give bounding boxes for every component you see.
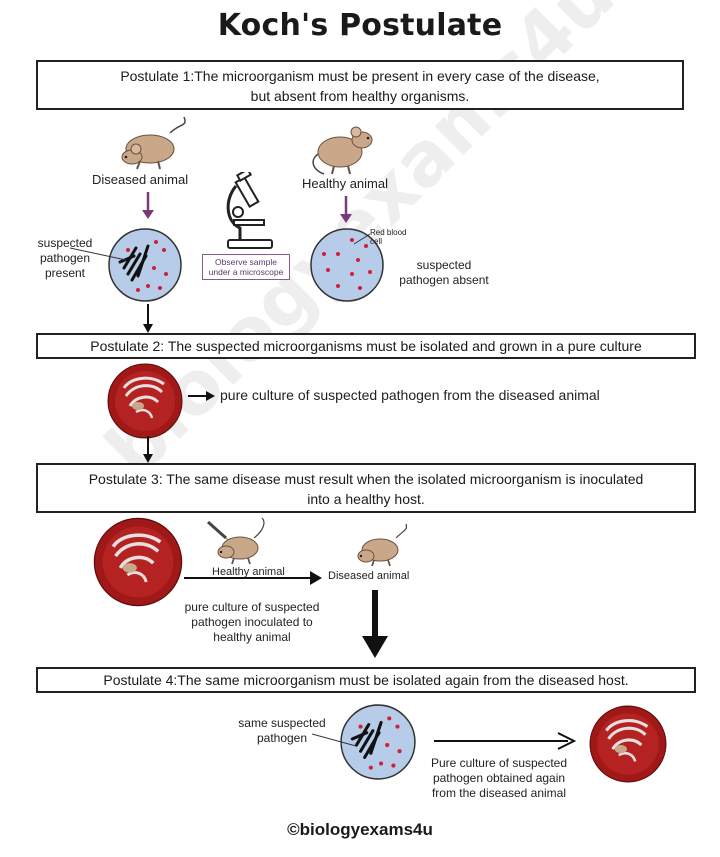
pathogen-present-label: suspected pathogen present (30, 236, 100, 281)
page-title: Koch's Postulate (217, 8, 503, 43)
syringe-mouse-icon (207, 517, 265, 565)
slide-pathogen-again (340, 704, 416, 780)
microscope-caption: Observe sample under a microscope (202, 254, 290, 280)
label-line: Red blood (370, 228, 407, 237)
microscope-icon (226, 172, 273, 249)
label-line: suspected (37, 236, 93, 250)
caption-line: under a microscope (208, 267, 284, 277)
postulate-1-line-2: but absent from healthy organisms. (250, 88, 470, 104)
same-pathogen-label: same suspected pathogen (234, 716, 330, 746)
postulate-1-box: Postulate 1:The microorganism must be pr… (36, 60, 684, 110)
pointer-line-p4 (312, 733, 357, 747)
right-arrow-culture (188, 391, 215, 401)
label-line: healthy animal (213, 630, 291, 644)
right-arrow-reisolate (434, 732, 576, 750)
diseased-animal-label: Diseased animal (92, 172, 189, 187)
label-line: pathogen obtained again (432, 771, 566, 785)
petri-dish-again-icon (589, 705, 667, 783)
healthy-animal-label: Healthy animal (302, 176, 388, 191)
p3-diseased-animal-label: Diseased animal (328, 570, 410, 582)
big-down-arrow (362, 590, 388, 658)
petri-dish-inoculum-icon (93, 517, 183, 607)
postulate-2-text: Postulate 2: The suspected microorganism… (90, 338, 642, 354)
postulate-1-line-1: Postulate 1:The microorganism must be pr… (120, 68, 600, 84)
down-arrow-1 (143, 304, 153, 333)
purple-arrow-right (340, 196, 352, 223)
label-line: from the diseased animal (431, 786, 567, 800)
caption-line: Observe sample (215, 257, 277, 267)
pure-culture-label: pure culture of suspected pathogen from … (220, 387, 600, 403)
postulate-3-line-1: Postulate 3: The same disease must resul… (88, 471, 644, 487)
petri-dish-icon (107, 363, 183, 439)
label-line: pathogen absent (399, 273, 489, 287)
label-line: pathogen (256, 731, 308, 745)
pointer-line-rbc (353, 233, 371, 245)
pathogen-absent-label: suspected pathogen absent (396, 258, 492, 288)
healthy-mouse-icon (312, 126, 373, 175)
label-line: present (44, 266, 86, 280)
postulate-3-line-2: into a healthy host. (307, 491, 425, 507)
diseased-mouse-icon (121, 116, 186, 170)
p3-diseased-mouse-icon (357, 523, 408, 567)
rbc-label: Red blood cell (370, 228, 406, 246)
label-line: suspected (416, 258, 472, 272)
label-line: same suspected (238, 716, 326, 730)
pure-culture-again-label: Pure culture of suspected pathogen obtai… (414, 756, 584, 801)
down-arrow-2 (143, 436, 153, 463)
label-line: Pure culture of suspected (430, 756, 568, 770)
postulate-3-box: Postulate 3: The same disease must resul… (36, 463, 696, 513)
label-line: pure culture of suspected (184, 600, 320, 614)
slide-pathogen-absent (310, 228, 384, 302)
slide-pathogen-present (108, 228, 182, 302)
right-arrow-inoculate (184, 571, 322, 585)
label-line: pathogen (39, 251, 91, 265)
inoculation-label: pure culture of suspected pathogen inocu… (168, 600, 336, 645)
postulate-2-box: Postulate 2: The suspected microorganism… (36, 333, 696, 359)
footer-copyright: ©biologyexams4u (287, 820, 433, 839)
p3-healthy-animal-label: Healthy animal (212, 566, 285, 578)
postulate-4-text: Postulate 4:The same microorganism must … (103, 672, 629, 688)
pointer-line-left (70, 247, 127, 261)
label-line: pathogen inoculated to (191, 615, 313, 629)
purple-arrow-left (142, 192, 154, 219)
label-line: cell (370, 237, 383, 246)
postulate-4-box: Postulate 4:The same microorganism must … (36, 667, 696, 693)
